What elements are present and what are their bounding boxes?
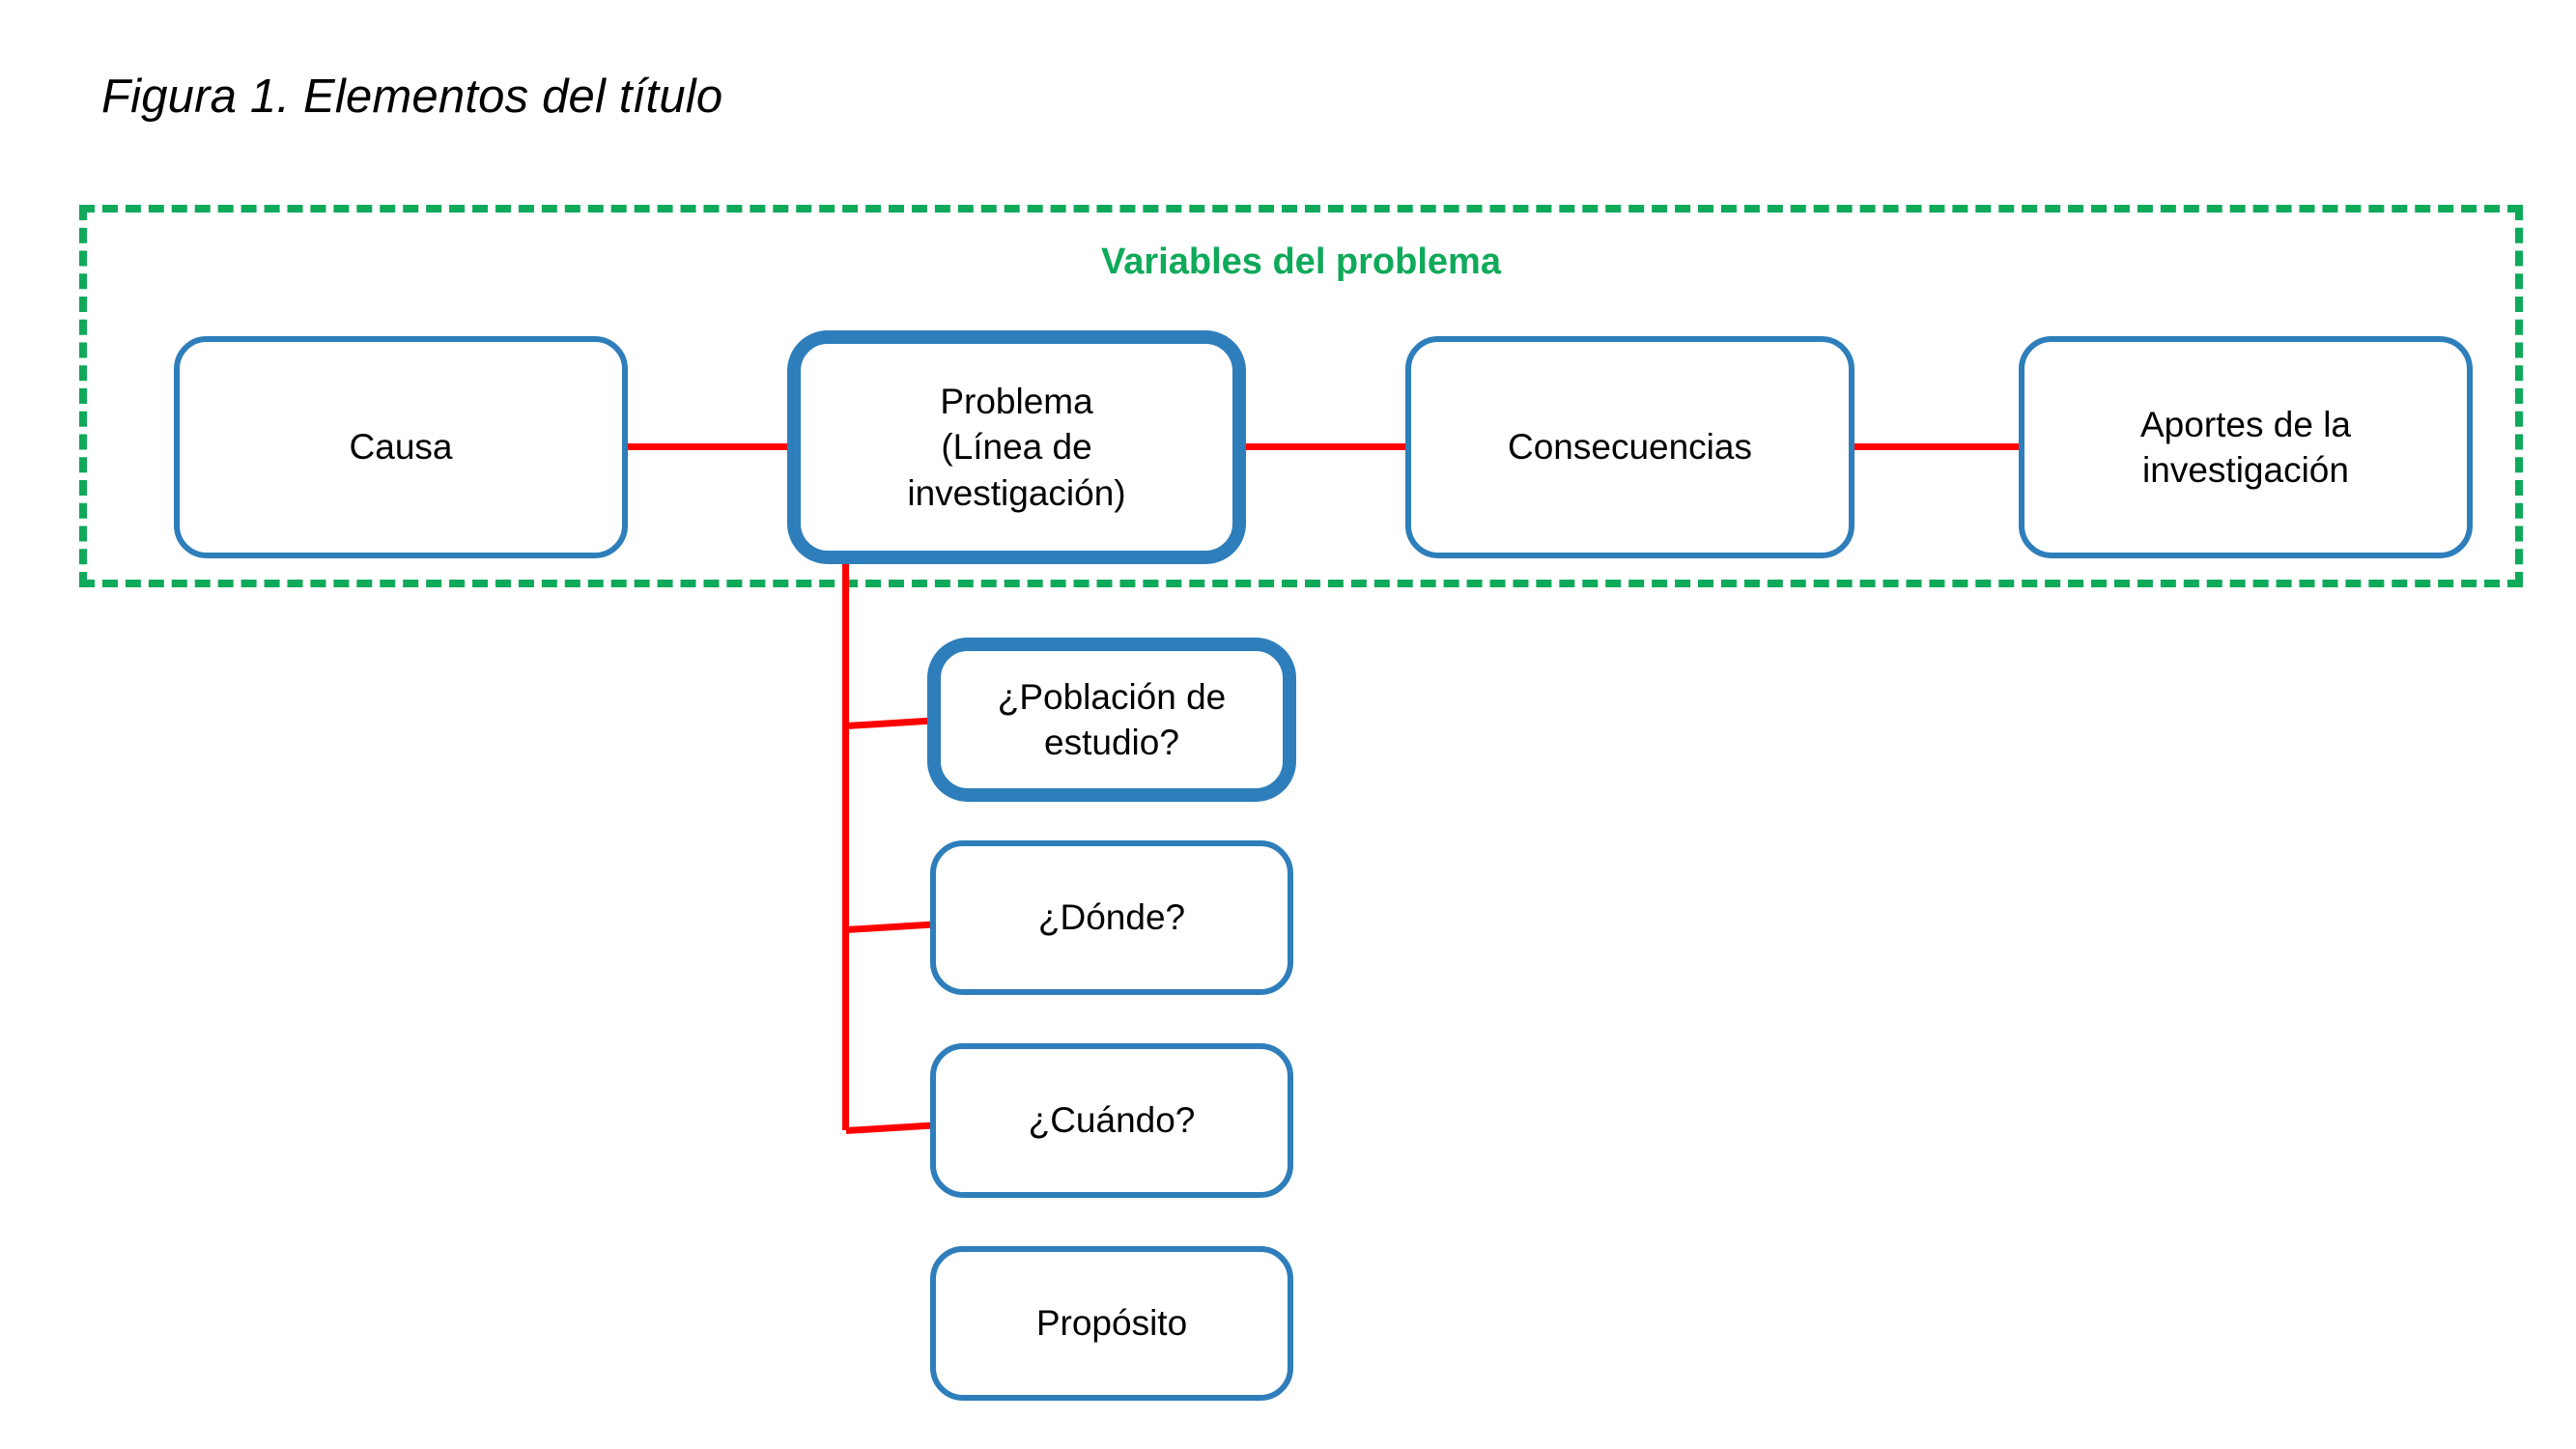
node-problema-line-2: (Línea de <box>941 427 1092 468</box>
node-poblacion-line-2: estudio? <box>1044 723 1179 762</box>
node-proposito-label: Propósito <box>1035 1303 1188 1344</box>
connector-branch-cuando <box>845 1122 934 1134</box>
node-donde-label: ¿Dónde? <box>1037 897 1186 938</box>
node-poblacion-de-estudio[interactable]: ¿Población de estudio? <box>927 638 1296 802</box>
node-problema-label: Problema (Línea de investigación) <box>893 379 1139 516</box>
node-cuando-label: ¿Cuándo? <box>1028 1100 1196 1141</box>
node-cuando[interactable]: ¿Cuándo? <box>930 1043 1293 1198</box>
node-donde[interactable]: ¿Dónde? <box>930 840 1293 995</box>
variables-group-label: Variables del problema <box>1101 242 1501 282</box>
node-aportes[interactable]: Aportes de la investigación <box>2019 336 2473 558</box>
connector-trunk-vertical <box>842 555 849 1130</box>
node-aportes-line-1: Aportes de la <box>2139 404 2352 444</box>
node-consecuencias[interactable]: Consecuencias <box>1405 336 1854 558</box>
connector-consecuencias-aportes <box>1848 443 2025 450</box>
node-causa-label: Causa <box>349 427 453 468</box>
node-aportes-label: Aportes de la investigación <box>2127 402 2364 494</box>
figure-title: Figura 1. Elementos del título <box>101 71 723 123</box>
node-poblacion-label: ¿Población de estudio? <box>984 674 1240 766</box>
node-problema[interactable]: Problema (Línea de investigación) <box>787 330 1246 564</box>
node-proposito[interactable]: Propósito <box>930 1246 1293 1401</box>
connector-branch-donde <box>845 921 934 933</box>
node-causa[interactable]: Causa <box>174 336 628 558</box>
node-problema-line-3: investigación) <box>907 472 1126 513</box>
variables-group-frame <box>79 205 2523 587</box>
node-poblacion-line-1: ¿Población de <box>997 676 1227 717</box>
connector-branch-poblacion <box>845 717 934 729</box>
node-consecuencias-label: Consecuencias <box>1508 427 1752 468</box>
connector-causa-problema <box>623 443 795 450</box>
connector-problema-consecuencias <box>1239 443 1413 450</box>
node-problema-line-1: Problema <box>940 381 1093 421</box>
node-aportes-line-2: investigación <box>2142 450 2349 490</box>
